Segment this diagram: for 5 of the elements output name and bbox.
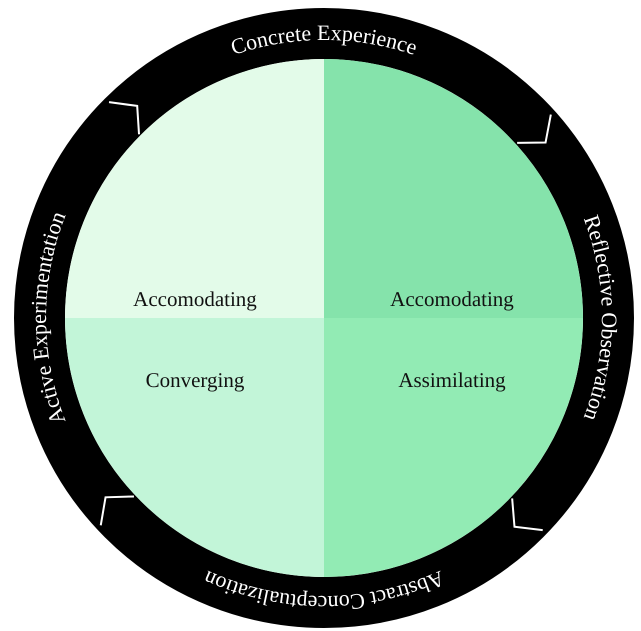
style-label: Assimilating xyxy=(398,368,506,393)
style-label: Accomodating xyxy=(390,287,514,312)
stage-label: Concrete Experience xyxy=(228,20,420,60)
style-label: Accomodating xyxy=(133,287,257,312)
style-label: Converging xyxy=(146,368,244,393)
